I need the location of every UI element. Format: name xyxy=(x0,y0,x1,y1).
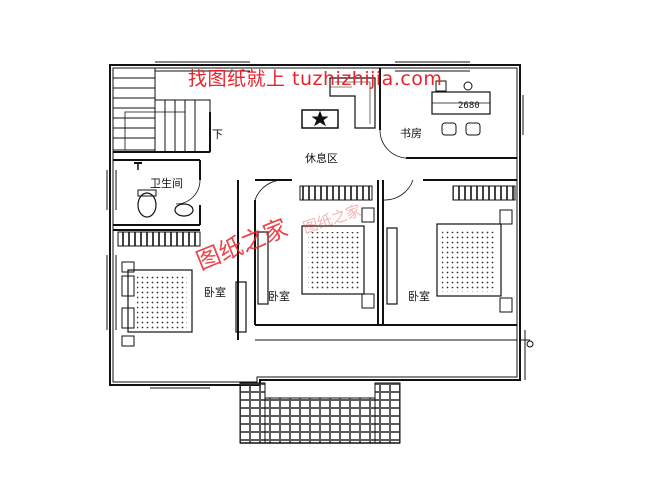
desk-lamp-icon xyxy=(435,80,447,92)
balcony xyxy=(257,330,534,380)
sink-icon xyxy=(174,203,194,217)
wardrobe-icon xyxy=(452,185,516,201)
bed-icon xyxy=(301,225,365,295)
tv-star-icon xyxy=(301,109,339,129)
desk-dimension-label: 2680 xyxy=(458,101,480,111)
watermark-top: 找图纸就上 tuzhizhijia.com xyxy=(188,68,443,90)
entrance-steps xyxy=(239,382,401,444)
room-label-bathroom: 卫生间 xyxy=(150,176,183,190)
sofa-icon xyxy=(329,77,376,129)
room-label-bedroom-right: 卧室 xyxy=(408,289,430,303)
interior-walls xyxy=(113,179,517,341)
lounge-furniture xyxy=(301,77,376,129)
bed-icon xyxy=(436,223,502,297)
bedroom-right xyxy=(386,185,516,313)
room-label-bedroom-left: 卧室 xyxy=(204,285,226,299)
wardrobe-icon xyxy=(235,281,247,333)
chair-icon xyxy=(465,122,481,136)
toilet-icon xyxy=(137,192,157,218)
bathroom xyxy=(113,159,201,226)
wardrobe-icon xyxy=(386,227,398,305)
room-label-study: 书房 xyxy=(400,127,422,140)
windows xyxy=(106,61,524,389)
room-label-lounge: 休息区 xyxy=(305,151,338,165)
study xyxy=(379,68,517,159)
staircase xyxy=(112,67,211,153)
wardrobe-icon xyxy=(257,231,269,305)
stairs-down-label: 下 xyxy=(212,128,223,141)
bed-icon xyxy=(127,269,193,333)
wardrobe-icon xyxy=(299,185,373,201)
wardrobe-icon xyxy=(117,231,201,247)
chair-icon xyxy=(441,122,457,136)
bedroom-mid xyxy=(257,185,375,309)
room-label-bedroom-mid: 卧室 xyxy=(268,289,290,303)
bedroom-left xyxy=(117,231,247,347)
